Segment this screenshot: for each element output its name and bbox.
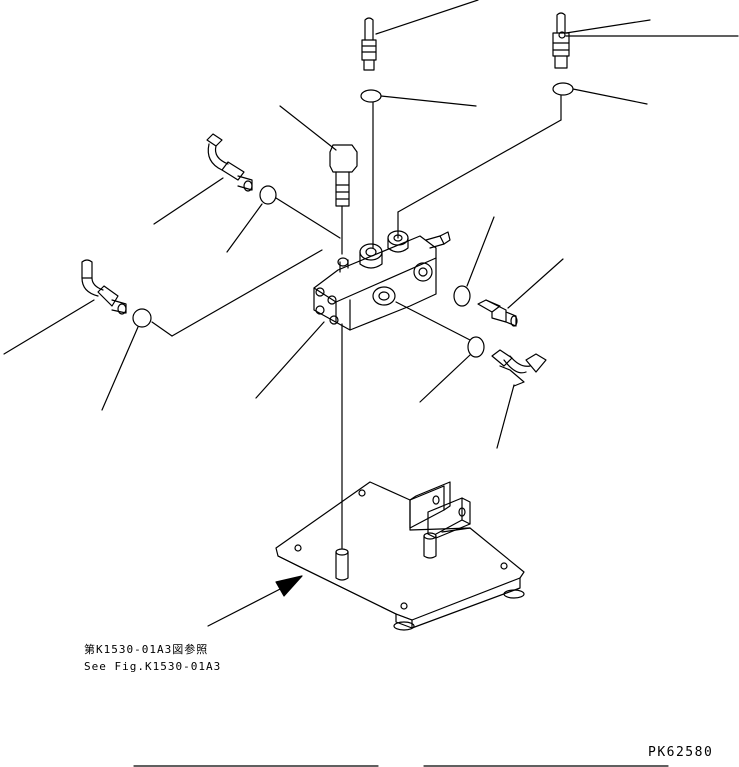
top-fitting-right	[552, 12, 739, 69]
leader-block-left	[255, 321, 325, 399]
o-ring-left	[101, 249, 323, 411]
mounting-bracket	[275, 481, 525, 631]
o-ring-top-left	[360, 89, 477, 249]
reference-note-japanese: 第K1530-01A3図参照	[84, 643, 209, 656]
o-ring-top-right	[397, 82, 648, 239]
o-ring-upper-left	[226, 185, 341, 253]
drawing-code: PK62580	[648, 745, 714, 760]
straight-fitting-right	[477, 258, 564, 327]
top-fitting-left	[361, 0, 479, 71]
elbow-fitting-upper-left	[153, 133, 253, 225]
o-ring-right-lower	[395, 301, 485, 403]
elbow-fitting-left	[3, 259, 127, 355]
mounting-bolt	[279, 105, 358, 255]
reference-note-english: See Fig.K1530-01A3	[84, 660, 222, 673]
valve-block	[313, 230, 451, 331]
o-ring-right-upper	[453, 216, 495, 307]
reference-arrow	[207, 575, 303, 627]
elbow-fitting-right	[491, 349, 547, 449]
